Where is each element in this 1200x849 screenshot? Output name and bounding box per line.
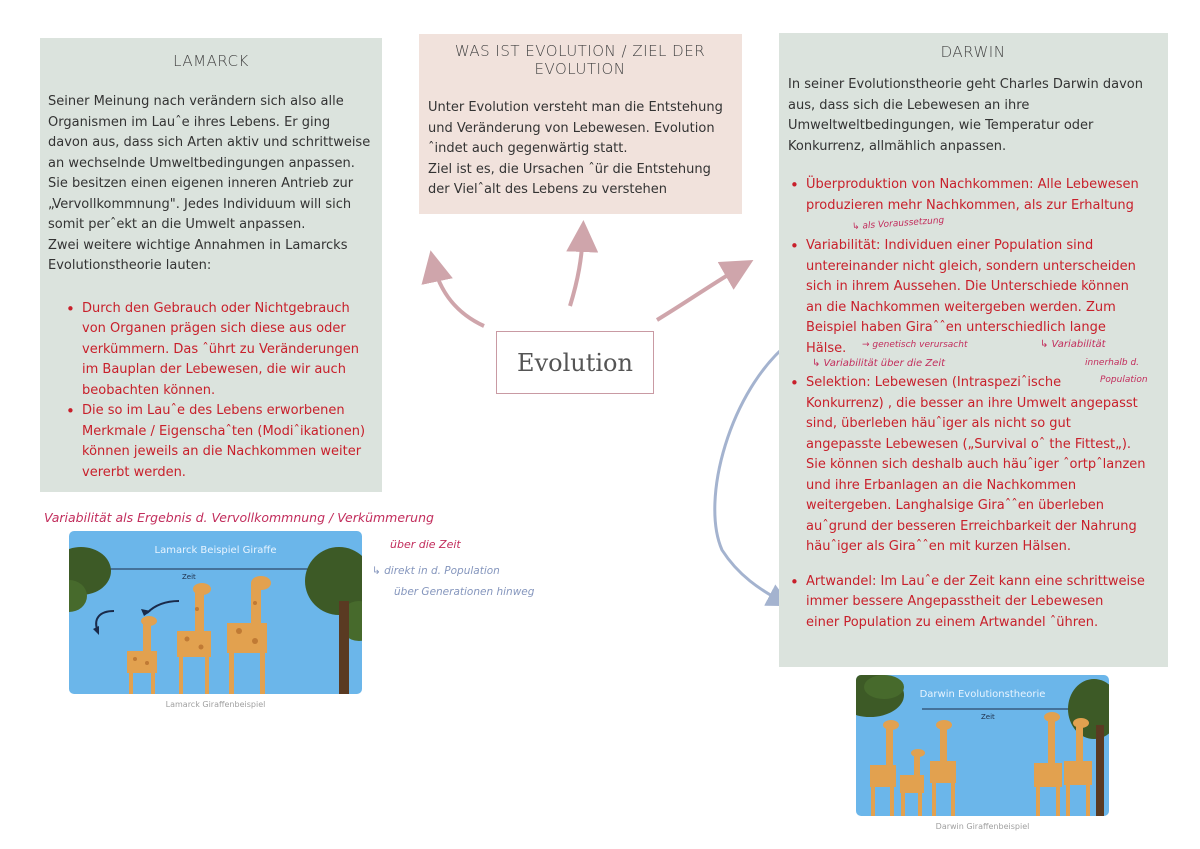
text-line: untereinander nicht gleich, sondern unte… (806, 258, 1136, 274)
list-item: Die so im Lauˆe des Lebens erworbenen Me… (64, 401, 374, 483)
text-line: Beispiel haben Giraˆˆen unterschiedlich … (806, 320, 1106, 335)
text-line: von Organen prägen sich diese aus oder (82, 321, 346, 336)
handwritten-note: Population (1100, 375, 1148, 385)
text-line: Unter Evolution versteht man die Entsteh… (428, 100, 723, 115)
text-line: aus, dass sich die Lebewesen an ihre (788, 97, 1030, 113)
list-item: Variabilität: Individuen einer Populatio… (788, 236, 1158, 359)
text-line: Sie besitzen einen eigenen inneren Antri… (48, 176, 354, 191)
text-line: Evolutionstheorie lauten: (48, 258, 212, 273)
arrow-to-darwin (655, 260, 754, 322)
handwritten-note: ↳ Variabilität über die Zeit (812, 358, 946, 369)
text-line: Seiner Meinung nach verändern sich also … (48, 94, 344, 109)
lamarck-assumptions-list: Durch den Gebrauch oder Nichtgebrauch vo… (48, 299, 374, 484)
text-line: im Bauplan der Lebewesen, die wir auch (82, 362, 346, 377)
evolution-definition-title: WAS IST EVOLUTION / ZIEL DER EVOLUTION (454, 42, 706, 78)
text-line: produzieren mehr Nachkommen, als zur Erh… (806, 197, 1134, 213)
image-time-label: Zeit (182, 573, 196, 581)
image-time-label: Zeit (981, 713, 995, 721)
text-line: Ziel ist es, die Ursachen ˆür die Entste… (428, 161, 711, 177)
lamarck-title: LAMARCK (173, 52, 249, 70)
text-line: Organismen im Lauˆe ihres Lebens. Er gin… (48, 114, 331, 130)
list-item: Selektion: Lebewesen (Intraspeziˆische K… (788, 373, 1158, 558)
list-item: Artwandel: Im Lauˆe der Zeit kann eine s… (788, 572, 1158, 634)
text-line: Selektion: Lebewesen (Intraspeziˆische (806, 375, 1062, 390)
text-line: sind, überleben häuˆiger als nicht so gu… (806, 416, 1071, 431)
darwin-title: DARWIN (940, 43, 1006, 61)
text-line: und Veränderung von Lebewesen. Evolution (428, 120, 715, 136)
text-line: Zwei weitere wichtige Annahmen in Lamarc… (48, 237, 348, 253)
text-line: der Vielˆalt des Lebens zu verstehen (428, 182, 668, 197)
text-line: und ihre Erbanlagen an die Nachkommen (806, 477, 1077, 493)
text-line: „Vervollkommnung". Jedes Individuum will… (48, 196, 352, 212)
text-line: In seiner Evolutionstheorie geht Charles… (788, 77, 1143, 92)
lamarck-image-caption: Lamarck Giraffenbeispiel (165, 700, 266, 709)
text-line: Konkurrenz) , die besser an ihre Umwelt … (806, 395, 1138, 411)
handwritten-note: ↳ Variabilität (1040, 339, 1106, 350)
darwin-intro-text: In seiner Evolutionstheorie geht Charles… (788, 75, 1158, 157)
handwritten-note: innerhalb d. (1085, 358, 1140, 368)
text-line: häuˆiger als Giraˆˆen mit kurzen Hälsen. (806, 539, 1072, 554)
text-line: Durch den Gebrauch oder Nichtgebrauch (82, 300, 350, 316)
text-line: Sie können sich deshalb auch häuˆiger ˆo… (806, 457, 1146, 472)
image-title: Darwin Evolutionstheorie (919, 689, 1046, 700)
text-line: Die so im Lauˆe des Lebens erworbenen (82, 403, 345, 418)
lamarck-intro-text: Seiner Meinung nach verändern sich also … (48, 92, 374, 277)
text-line: sich in ihrem Aussehen. Die Unterschiede… (806, 279, 1129, 294)
text-line: ˆindet auch gegenwärtig statt. (428, 141, 628, 156)
text-line: verkümmern. Das ˆührt zu Veränderungen (82, 341, 359, 357)
darwin-image-caption: Darwin Giraffenbeispiel (935, 822, 1030, 831)
handwritten-note: Variabilität als Ergebnis d. Vervollkomm… (44, 510, 434, 525)
darwin-giraffe-image: Darwin Evolutionstheorie Zeit (856, 675, 1109, 816)
darwin-giraffe-illustration (856, 675, 1109, 816)
text-line: Hälse. (806, 340, 847, 356)
text-line: Umweltweltbedingungen, wie Temperatur od… (788, 118, 1094, 133)
text-line: davon aus, dass sich Arten aktiv und sch… (48, 135, 371, 150)
text-line: Konkurrenz, allmählich anpassen. (788, 138, 1007, 154)
text-line: an wechselnde Umweltbedingungen anpassen… (48, 155, 355, 171)
text-line: immer bessere Angepasstheit der Lebewese… (806, 594, 1104, 609)
darwin-principles-list: Überproduktion von Nachkommen: Alle Lebe… (788, 175, 1158, 633)
list-item: Überproduktion von Nachkommen: Alle Lebe… (788, 175, 1158, 216)
evolution-definition-panel: WAS IST EVOLUTION / ZIEL DER EVOLUTION U… (419, 34, 742, 214)
text-line: Merkmale / Eigenschaˆten (Modiˆikationen… (82, 423, 366, 439)
lamarck-panel: LAMARCK Seiner Meinung nach verändern si… (40, 38, 382, 492)
evolution-definition-text: Unter Evolution versteht man die Entsteh… (428, 98, 732, 201)
lamarck-giraffe-illustration (69, 547, 362, 694)
list-item: Durch den Gebrauch oder Nichtgebrauch vo… (64, 299, 374, 402)
text-line: angepasste Lebewesen („Survival oˆ the F… (806, 436, 1132, 452)
text-line: Artwandel: Im Lauˆe der Zeit kann eine s… (806, 573, 1145, 589)
darwin-panel: DARWIN In seiner Evolutionstheorie geht … (779, 33, 1168, 667)
handwritten-note: über die Zeit (390, 538, 461, 551)
arrow-to-lamarck (421, 250, 485, 328)
text-line: einer Population zu einem Artwandel ˆühr… (806, 614, 1099, 630)
image-title: Lamarck Beispiel Giraffe (154, 545, 277, 556)
text-line: somit perˆekt an die Umwelt anpassen. (48, 217, 306, 232)
text-line: vererbt werden. (82, 464, 186, 480)
text-line: auˆgrund der besseren Erreichbarkeit der… (806, 518, 1137, 534)
text-line: können jeweils an die Nachkommen weiter (82, 444, 362, 459)
handwritten-note: → genetisch verursacht (862, 340, 968, 350)
text-line: weitergeben. Langhalsige Giraˆˆen überle… (806, 498, 1105, 513)
center-evolution-label: Evolution (517, 348, 633, 377)
text-line: Variabilität: Individuen einer Populatio… (806, 238, 1094, 253)
text-line: beobachten können. (82, 382, 216, 398)
lamarck-giraffe-image: Lamarck Beispiel Giraffe (69, 531, 362, 694)
handwritten-note: über Generationen hinweg (394, 586, 535, 598)
center-evolution-box: Evolution (496, 331, 654, 394)
arrow-to-evolution-definition (566, 220, 599, 307)
handwritten-note: ↳ direkt in d. Population (372, 565, 500, 577)
text-line: an die Nachkommen weitergeben werden. Zu… (806, 299, 1116, 315)
text-line: Überproduktion von Nachkommen: Alle Lebe… (806, 177, 1139, 192)
